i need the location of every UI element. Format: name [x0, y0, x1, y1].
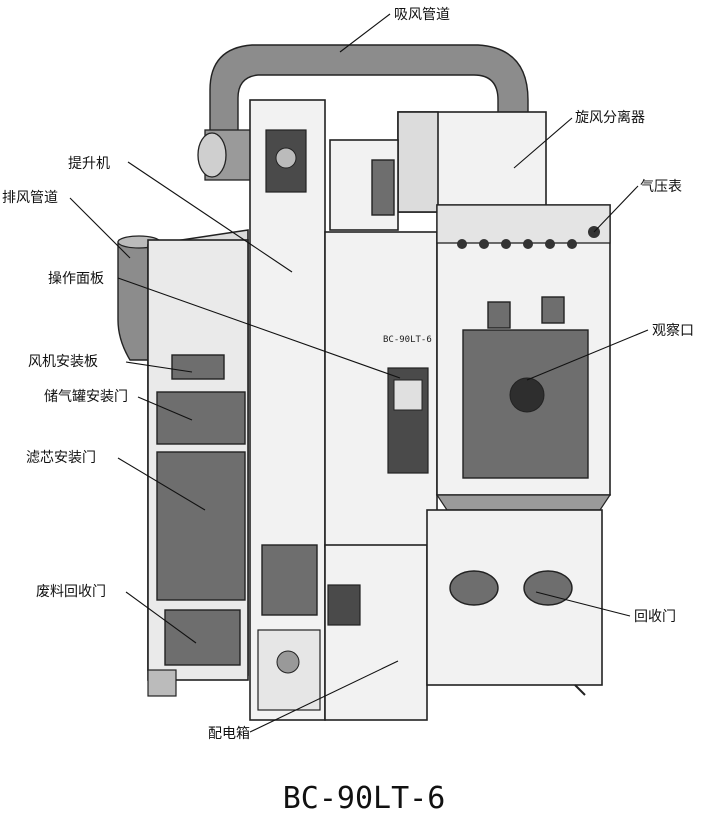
label-filter-door: 滤芯安装门	[26, 450, 96, 466]
label-suction-duct: 吸风管道	[394, 7, 450, 23]
label-fan-plate: 风机安装板	[28, 354, 98, 370]
model-number: BC-90LT-6	[283, 781, 446, 816]
label-exhaust-duct: 排风管道	[2, 190, 58, 206]
label-air-tank-door: 储气罐安装门	[44, 389, 128, 405]
elevator-tower	[249, 99, 326, 721]
leader-lines	[69, 13, 649, 733]
label-viewing-window: 观察口	[652, 322, 694, 339]
air-tank-door	[156, 391, 246, 445]
cyclone-separator	[329, 111, 547, 231]
label-control-panel: 操作面板	[48, 271, 104, 287]
label-waste-door: 废料回收门	[36, 584, 106, 600]
labels: 吸风管道 旋风分离器 提升机 气压表 排风管道 操作面板 观察口 风机安装板 储…	[2, 7, 694, 742]
blast-cabinet	[426, 204, 612, 696]
label-recovery-door: 回收门	[634, 609, 676, 625]
label-elevator: 提升机	[68, 156, 110, 172]
recovery-door-right	[523, 570, 573, 606]
dust-collector	[147, 229, 249, 697]
label-pressure-gauge: 气压表	[640, 179, 682, 195]
waste-recovery-door	[164, 609, 241, 666]
filter-door	[156, 451, 246, 601]
control-column: BC-90LT-6	[324, 231, 438, 721]
machine-badge: BC-90LT-6	[383, 335, 432, 345]
label-cyclone-separator: 旋风分离器	[575, 109, 645, 126]
label-power-box: 配电箱	[208, 726, 250, 742]
fan-motor	[197, 129, 261, 181]
recovery-door-left	[449, 570, 499, 606]
fan-mounting-plate	[171, 354, 225, 380]
